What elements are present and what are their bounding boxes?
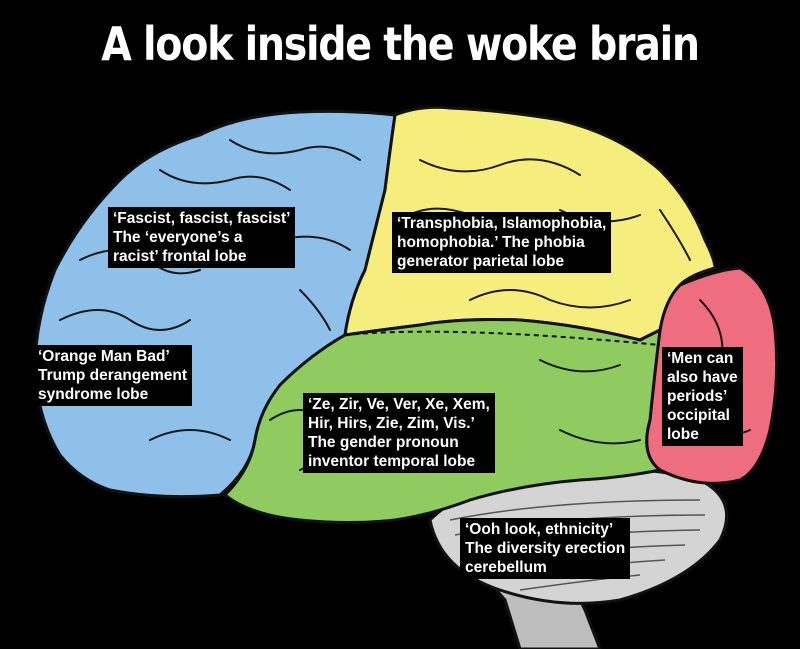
temporal-label: ‘Ze, Zir, Ve, Ver, Xe, Xem, Hir, Hirs, Z… xyxy=(303,393,495,473)
occipital-label: ‘Men can also have periods’ occipital lo… xyxy=(662,347,743,446)
cerebellum-label: ‘Ooh look, ethnicity’ The diversity erec… xyxy=(460,518,631,579)
page-title: A look inside the woke brain xyxy=(101,17,700,71)
frontal-bottom-label: ‘Orange Man Bad’ Trump derangement syndr… xyxy=(33,345,192,406)
frontal-top-label: ‘Fascist, fascist, fascist’ The ‘everyon… xyxy=(108,207,296,268)
parietal-label: ‘Transphobia, Islamophobia, homophobia.’… xyxy=(392,212,612,273)
